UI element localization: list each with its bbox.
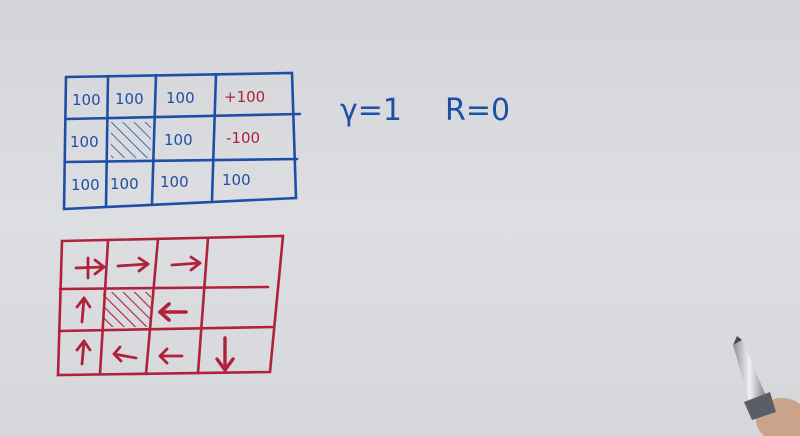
gamma-equation: γ=1 xyxy=(340,93,402,128)
right-arrow-icon xyxy=(74,256,106,280)
policy-grid-row-line-1 xyxy=(58,285,270,291)
value-grid-col-line-1 xyxy=(104,75,110,208)
value-cell-r3c4: 100 xyxy=(222,171,251,189)
policy-grid xyxy=(56,234,285,377)
value-cell-r1c2: 100 xyxy=(115,90,144,108)
value-cell-r1c1: 100 xyxy=(72,91,101,109)
policy-grid-col-line-2 xyxy=(144,237,160,376)
value-cell-r3c2: 100 xyxy=(110,175,139,193)
value-cell-r3c3: 100 xyxy=(160,173,189,191)
value-cell-r3c1: 100 xyxy=(71,176,100,194)
left-arrow-icon xyxy=(112,345,138,363)
right-arrow-icon xyxy=(170,255,202,272)
left-arrow-icon xyxy=(158,347,184,365)
policy-grid-row-line-2 xyxy=(57,325,276,333)
left-arrow-icon xyxy=(158,302,188,322)
value-grid-col-line-3 xyxy=(210,72,218,202)
up-arrow-icon xyxy=(75,296,92,324)
value-cell-r1c3: 100 xyxy=(166,89,195,107)
value-grid xyxy=(62,71,302,211)
policy-grid-obstacle xyxy=(103,292,151,327)
value-cell-r2c3: 100 xyxy=(164,131,193,149)
value-grid-row-line-1 xyxy=(64,112,302,121)
policy-grid-outline xyxy=(56,234,285,377)
value-grid-obstacle xyxy=(111,122,151,158)
down-arrow-icon xyxy=(215,336,235,372)
value-cell-r2c4: -100 xyxy=(226,129,260,147)
value-grid-col-line-2 xyxy=(150,73,158,205)
right-arrow-icon xyxy=(116,256,150,273)
marker-pen xyxy=(733,336,800,436)
value-grid-row-line-2 xyxy=(63,157,299,164)
reward-equation: R=0 xyxy=(445,93,510,128)
up-arrow-icon xyxy=(75,339,92,366)
value-cell-r1c4: +100 xyxy=(224,88,265,106)
value-cell-r2c1: 100 xyxy=(70,133,99,151)
policy-grid-col-line-3 xyxy=(196,236,210,375)
